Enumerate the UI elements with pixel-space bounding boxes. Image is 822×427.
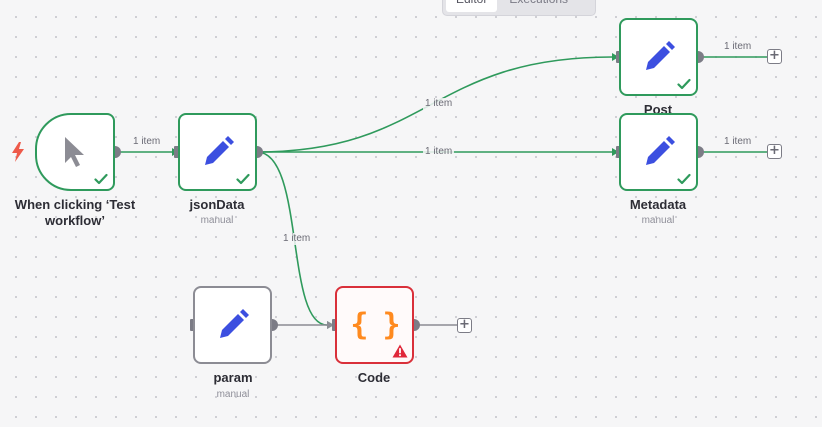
add-node-after-post-button[interactable]: + [767,49,782,64]
wire-label-post-out: 1 item [722,41,754,53]
success-check-icon [94,173,108,185]
node-param[interactable] [193,286,272,364]
view-tabs: Editor Executions [442,0,596,16]
node-label-jsondata: jsonData [189,197,245,212]
pencil-icon [645,136,675,165]
wire-arrow [327,321,334,329]
wire-label-metadata-out: 1 item [722,136,754,148]
tab-editor[interactable]: Editor [446,0,498,12]
warning-icon[interactable] [392,344,408,358]
add-node-after-code-button[interactable]: + [457,318,472,333]
success-check-icon [677,78,691,90]
node-metadata[interactable] [619,113,698,191]
node-label-metadata: Metadata [629,197,687,212]
node-subtitle-metadata: manual [641,215,675,226]
add-node-after-metadata-button[interactable]: + [767,144,782,159]
trigger-bolt-icon [12,142,24,162]
node-label-param: param [213,370,253,385]
pencil-icon [645,41,675,70]
node-label-trigger: When clicking ‘Test workflow’ [14,197,136,228]
wire-label-jsondata-post: 1 item [423,98,455,110]
wire-label-trigger-jsondata: 1 item [131,136,163,148]
node-manual-trigger[interactable] [35,113,115,191]
pencil-icon [204,136,234,165]
cursor-icon [65,137,84,167]
wire-label-jsondata-code: 1 item [281,233,313,245]
node-jsondata[interactable] [178,113,257,191]
success-check-icon [677,173,691,185]
node-post[interactable] [619,18,698,96]
node-subtitle-jsondata: manual [200,215,234,226]
tab-executions[interactable]: Executions [499,0,578,12]
wire-label-jsondata-metadata: 1 item [423,146,455,158]
pencil-icon [219,309,249,338]
wire-arrow [612,148,619,156]
node-label-code: Code [357,370,391,385]
success-check-icon [236,173,250,185]
node-code[interactable]: { } [335,286,414,364]
wire-arrow [612,53,619,61]
node-subtitle-param: manual [216,389,250,400]
code-braces-icon: { } [350,307,400,343]
